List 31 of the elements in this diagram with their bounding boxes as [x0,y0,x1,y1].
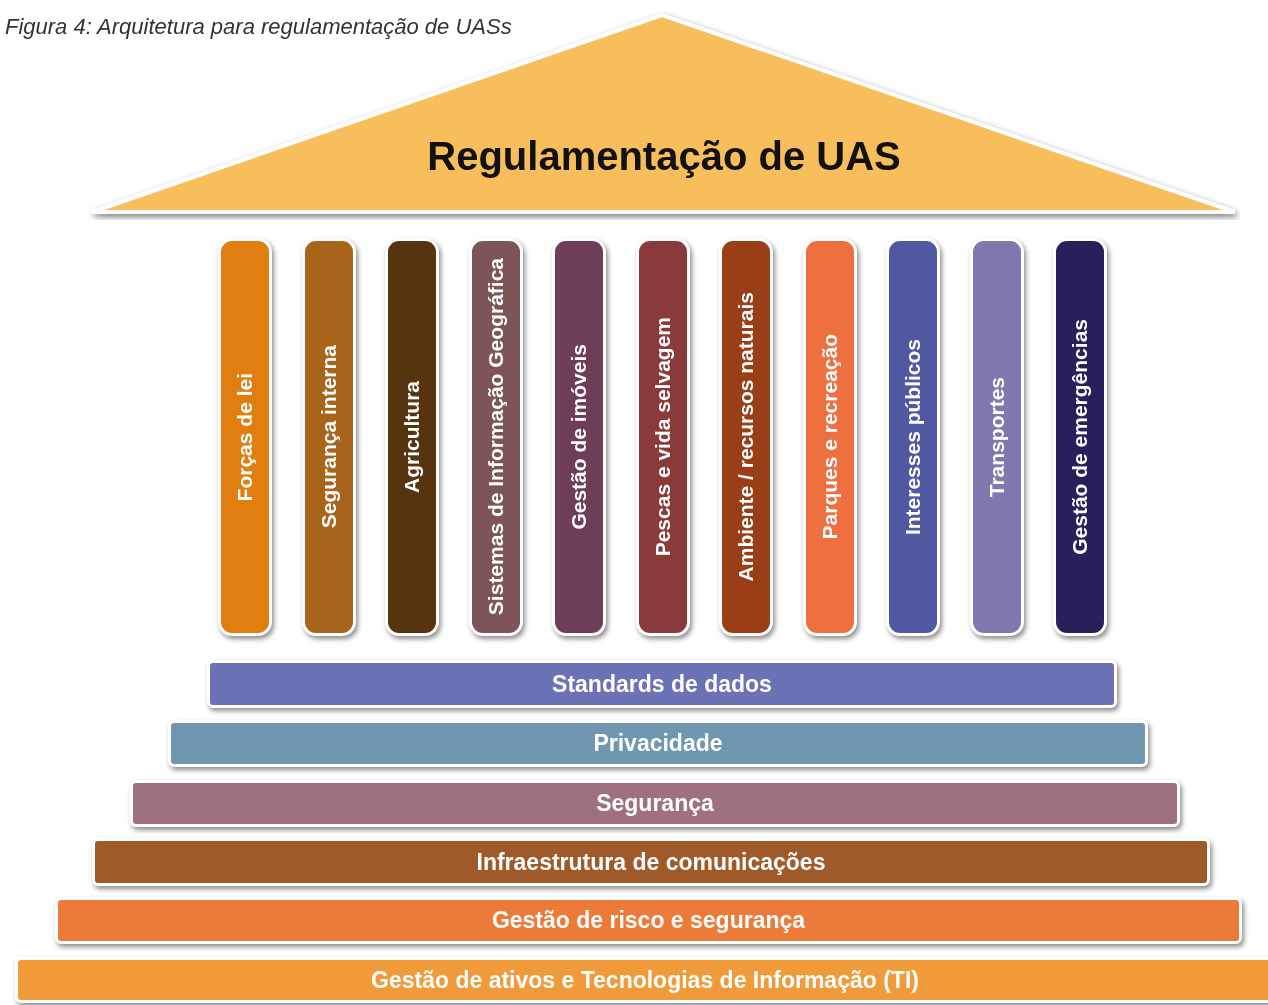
pillar-label: Forças de lei [233,372,257,502]
step-label: Standards de dados [552,670,772,698]
pillar-label: Segurança interna [316,345,341,529]
step-label: Gestão de ativos e Tecnologias de Informação (TI) [371,966,919,994]
pillar-label: Gestão de imóveis [567,344,591,530]
step-label: Infraestrutura de comunicações [476,848,826,876]
pillar [1053,238,1107,636]
pillar [385,238,439,636]
pillar-label: Pescas e vida selvagem [650,317,675,557]
step-label: Segurança [596,790,714,817]
step-bar [130,780,1180,827]
step-bar [207,660,1117,708]
step-bar [168,720,1148,767]
step-label: Gestão de risco e segurança [491,907,806,934]
step-bar [55,897,1242,944]
step-label: Privacidade [593,730,723,757]
figure-caption: Figura 4: Arquitetura para regulamentação de UASs [5,14,512,40]
pillar [719,238,773,636]
pillar-label: Ambiente / recursos naturais [734,292,758,582]
step-bar [15,957,1268,1003]
pillar [886,238,940,636]
pillar-label: Gestão de emergências [1068,319,1092,555]
pillar-label: Sistemas de Informação Geográfica [483,258,508,616]
pillar [552,238,606,636]
pillar [218,238,272,636]
pillar-label: Interesses públicos [901,338,925,536]
step-bar [92,838,1210,886]
pillar-label: Transportes [984,376,1009,498]
roof-title: Regulamentação de UAS [427,134,901,179]
pillar-label: Parques e recreação [817,334,842,540]
pillar-label: Agricultura [400,381,424,493]
